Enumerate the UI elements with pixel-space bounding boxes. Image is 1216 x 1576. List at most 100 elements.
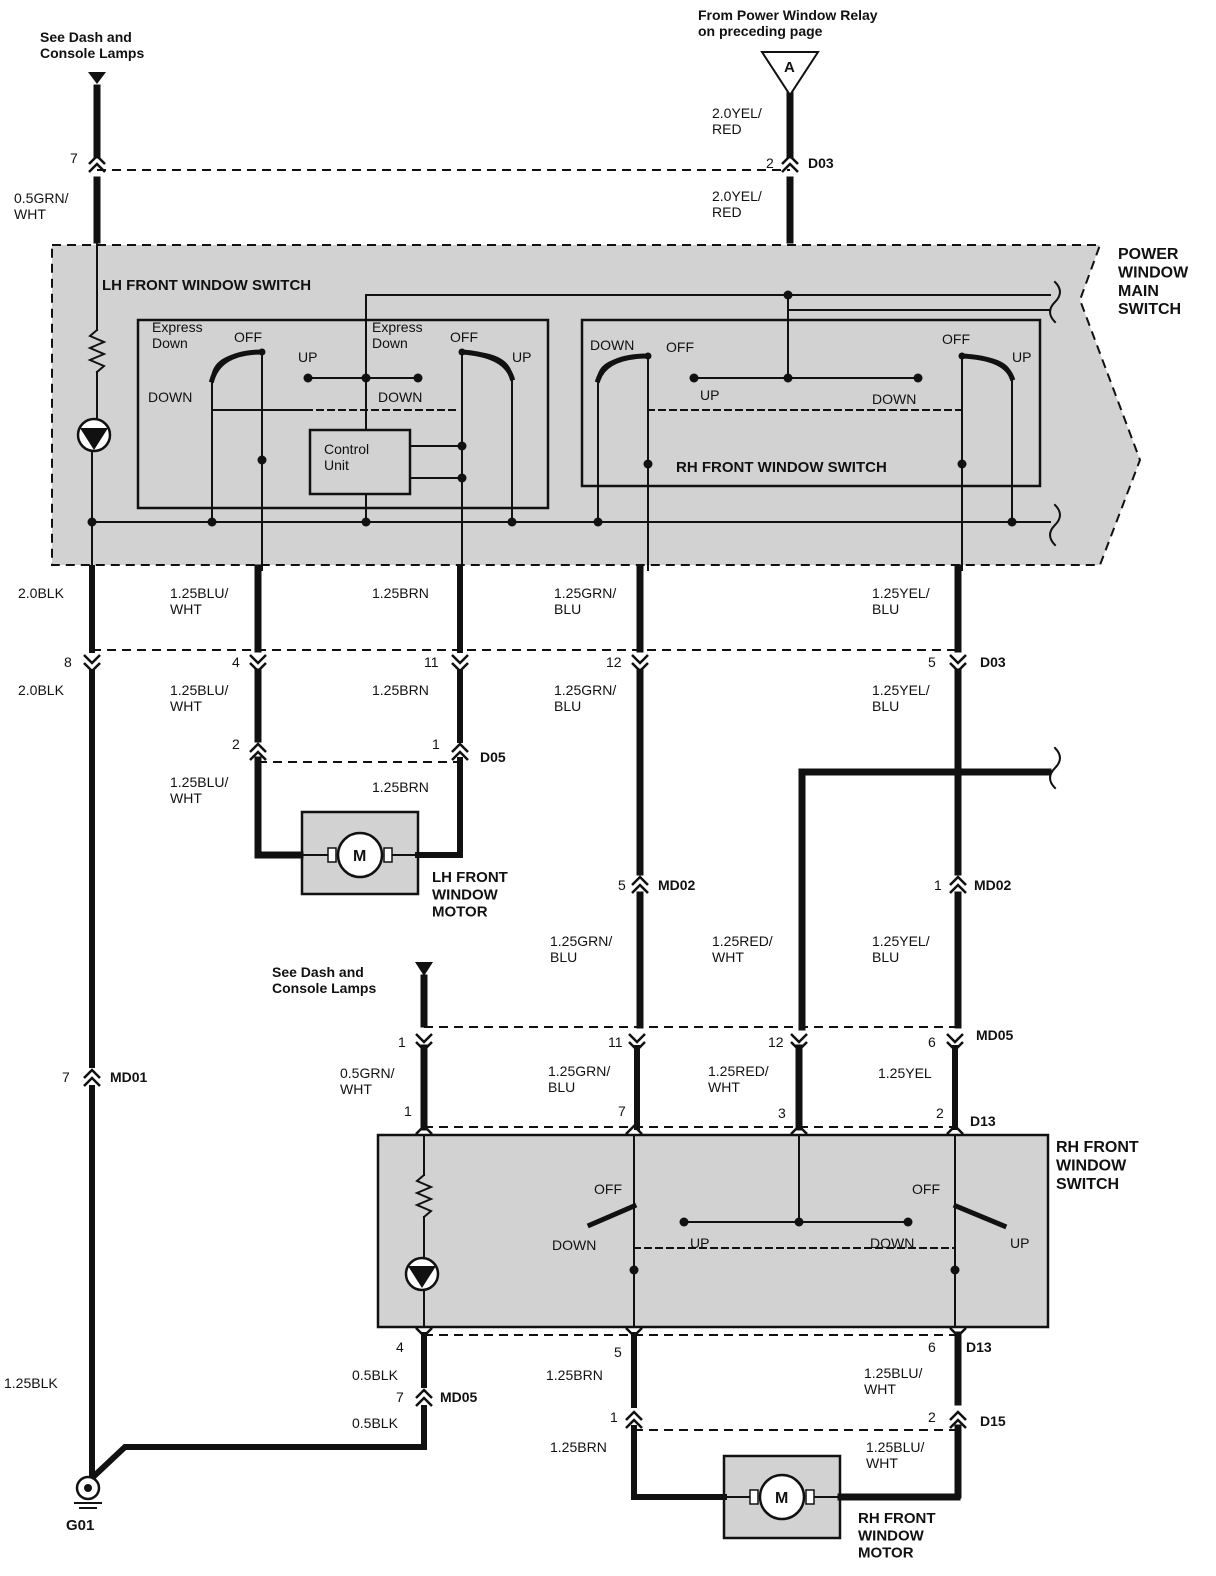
chevron-md02-p1 (949, 875, 967, 894)
pin-11-md05: 11 (608, 1034, 623, 1050)
pin-7-d13: 7 (618, 1103, 626, 1119)
wire-label-grn-blu-4: 1.25GRN/BLU (548, 1063, 610, 1095)
indicator-lamp-icon (76, 417, 112, 453)
wire-label-blk-05-1: 0.5BLK (352, 1367, 399, 1383)
connector-md01-label: MD01 (110, 1069, 148, 1085)
rh-motor-symbol: M (775, 1490, 788, 1507)
chevron-md05-p6 (946, 1033, 964, 1052)
rh-switch-lamp-icon (404, 1256, 440, 1292)
external-wiring (87, 84, 1054, 1501)
chevron-md01-p7 (83, 1068, 101, 1087)
chevron-d13-p2 (946, 1124, 964, 1135)
chevron-d13-p3 (790, 1124, 808, 1135)
rh-off-label-1: OFF (594, 1181, 622, 1197)
rh-up-label-2: UP (1010, 1235, 1029, 1251)
wire-label-grn-blu-2: 1.25GRN/BLU (554, 682, 616, 714)
power-window-main-switch-border (51, 244, 1142, 566)
chevron-md05-p12 (790, 1033, 808, 1052)
junction-dots (87, 290, 1017, 527)
chevron-d03-p4 (249, 654, 267, 673)
pin-5-d13: 5 (614, 1344, 622, 1360)
pin-12-d03: 12 (606, 654, 622, 670)
rh-front-window-switch-border (376, 1133, 1050, 1329)
connector-d15-label: D15 (980, 1413, 1006, 1429)
lh-motor-symbol: M (353, 848, 366, 865)
connector-md05-label-1: MD05 (976, 1027, 1014, 1043)
connector-d03-label-2: D03 (980, 654, 1006, 670)
rh-front-window-switch-title-main: RH FRONT WINDOW SWITCH (676, 459, 887, 476)
connector-d13-label-1: D13 (970, 1113, 996, 1129)
lh-front-window-switch-box (136, 318, 550, 510)
connector-md02-label-1: MD02 (658, 877, 696, 893)
rh-main-off-label-2: OFF (942, 331, 970, 347)
rh-up-label-1: UP (690, 1235, 709, 1251)
chevron-top-left (88, 154, 106, 173)
wire-label-red-wht-1: 1.25RED/WHT (712, 933, 773, 965)
wire-label-blk-20-1: 2.0BLK (18, 585, 65, 601)
pin-7-md05-lower: 7 (396, 1389, 404, 1405)
chevron-d05-p1 (451, 742, 469, 761)
pin-11-d03: 11 (424, 654, 439, 670)
rh-main-off-label-1: OFF (666, 339, 694, 355)
lh-off-label-1: OFF (234, 329, 262, 345)
pin-6-d13: 6 (928, 1339, 936, 1355)
rh-motor-icon (723, 1473, 841, 1521)
pin-1-md05: 1 (398, 1034, 406, 1050)
lh-up-label-2: UP (512, 349, 531, 365)
wire-label-blk-05-2: 0.5BLK (352, 1415, 399, 1431)
pin-5-d03: 5 (928, 654, 936, 670)
rh-front-window-switch-housing (378, 1135, 1048, 1327)
wire-label-brn-5: 1.25BRN (550, 1439, 607, 1455)
pin-2-d05: 2 (232, 736, 240, 752)
lh-down-label-2: DOWN (378, 389, 422, 405)
continuation-break-icons (1049, 280, 1061, 790)
connector-d05-label: D05 (480, 749, 506, 765)
control-unit-box (308, 428, 412, 496)
lh-front-window-switch-title: LH FRONT WINDOW SWITCH (102, 277, 311, 294)
pin-4-d13: 4 (396, 1339, 404, 1355)
pin-7-md01: 7 (62, 1069, 70, 1085)
wire-label-grn-blu-1: 1.25GRN/BLU (554, 585, 616, 617)
pin-12-md05: 12 (768, 1034, 784, 1050)
chevron-md05-p1 (415, 1033, 433, 1052)
wire-label-yel-blu-3: 1.25YEL/BLU (872, 933, 930, 965)
wire-label-brn-4: 1.25BRN (546, 1367, 603, 1383)
chevron-d13-p7 (625, 1124, 643, 1135)
chevron-d03-p5 (949, 654, 967, 673)
chevron-md05-p11 (628, 1033, 646, 1052)
wire-label-brn-3: 1.25BRN (372, 779, 429, 795)
lh-off-label-2: OFF (450, 329, 478, 345)
rh-down-label-2: DOWN (870, 1235, 914, 1251)
wire-label-yel-red-2: 2.0YEL/RED (712, 188, 762, 220)
chevron-d15-p2 (949, 1410, 967, 1429)
pin-2-d15: 2 (928, 1409, 936, 1425)
wire-label-brn-2: 1.25BRN (372, 682, 429, 698)
wire-label-blu-wht-2: 1.25BLU/WHT (170, 682, 228, 714)
chevron-md02-p5 (631, 875, 649, 894)
chevron-d03-p11 (451, 654, 469, 673)
chevron-d15-p1 (625, 1410, 643, 1429)
wire-label-blu-wht-1: 1.25BLU/WHT (170, 585, 228, 617)
chevron-d13-p4 (415, 1327, 433, 1338)
chevron-d03-p12 (631, 654, 649, 673)
chevron-d03-top (781, 154, 799, 173)
wire-label-grn-blu-3: 1.25GRN/BLU (550, 933, 612, 965)
pin-7-top-left: 7 (70, 150, 78, 166)
lh-up-label-1: UP (298, 349, 317, 365)
wire-label-brn-1: 1.25BRN (372, 585, 429, 601)
wire-label-red-wht-2: 1.25RED/WHT (708, 1063, 769, 1095)
connector-d03-label-1: D03 (808, 155, 834, 171)
chevron-d03-p8 (83, 654, 101, 673)
wire-label-blk-125: 1.25BLK (4, 1375, 58, 1391)
chevron-d13-p5 (625, 1327, 643, 1338)
connector-md05-label-2: MD05 (440, 1389, 478, 1405)
source-arrow-icons (88, 51, 820, 976)
wire-label-grn-wht-1: 0.5GRN/WHT (14, 190, 69, 222)
wire-label-yel-blu-2: 1.25YEL/BLU (872, 682, 930, 714)
connector-d13-label-2: D13 (966, 1339, 992, 1355)
